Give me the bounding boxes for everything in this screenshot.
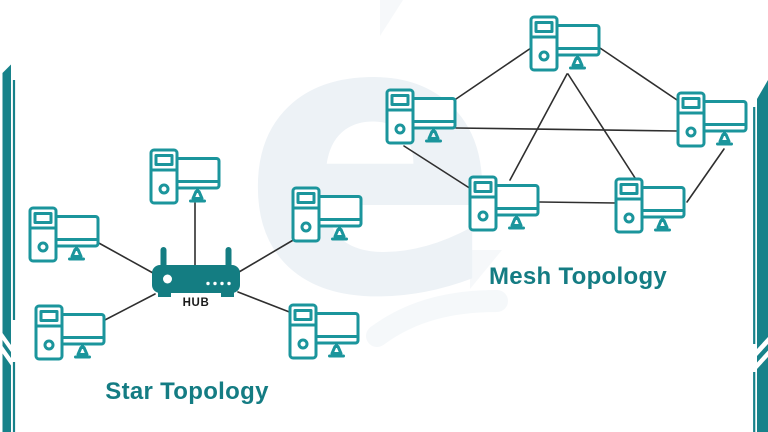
connection-line [686,148,725,203]
hub-antenna-left [160,247,167,269]
connection-line [539,201,617,204]
connection-line [567,73,638,182]
watermark-letter-e: e [241,0,500,382]
computer-lower-left [34,304,106,361]
hub-body [152,265,240,293]
hub-port-dot [227,281,231,286]
computer-top [529,15,601,72]
hub-device [152,247,240,297]
connection-line [455,127,678,132]
mesh-topology-group: Mesh Topology [385,15,748,290]
right-border-bar-bottom [757,357,768,432]
computer-right [676,91,748,148]
star-topology-group: HUB Star Topology [28,148,363,405]
star-connections [96,202,296,323]
watermark-arc [366,290,508,347]
right-border-bar-top [757,80,768,349]
computer-top [149,148,221,205]
hub-label: HUB [183,297,210,309]
left-border-decoration [2,64,16,432]
connection-line [100,293,156,323]
star-topology-label: Star Topology [105,378,269,405]
mesh-topology-label: Mesh Topology [489,263,667,290]
connection-line [238,238,296,273]
computer-upper-left [28,206,100,263]
computer-bottom-left [468,175,540,232]
connection-line [455,47,532,100]
connection-line [96,241,154,274]
hub-port-dot [213,281,217,286]
connection-line [599,47,678,101]
hub-antenna-right [225,247,232,269]
connection-line [237,291,293,314]
watermark-wedge-mid [470,250,502,289]
connection-line [509,73,568,181]
hub-foot-left [158,291,171,297]
hub-port-dot [206,281,210,286]
connection-line [403,145,472,190]
hub-led [163,274,172,284]
left-border-bar-bottom [2,353,11,432]
left-border-bar-top [2,64,11,345]
hub-port-dot [220,281,224,286]
right-border-chevron [757,344,768,363]
computer-bottom-right [614,177,686,234]
left-border-chevron [2,340,11,358]
hub-foot-right [221,291,234,297]
watermark-wedge-top [380,0,403,36]
right-border-decoration [753,80,768,432]
mesh-connections [403,47,725,204]
